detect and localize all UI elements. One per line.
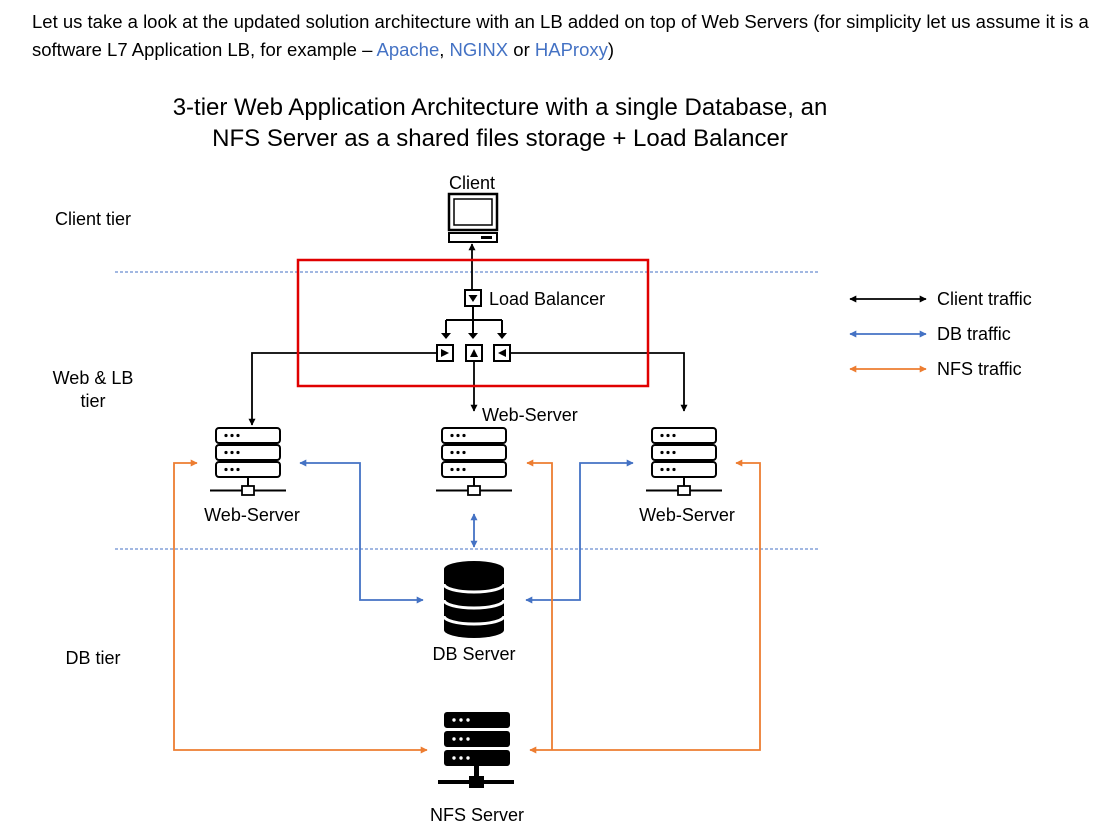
nginx-link[interactable]: NGINX [449,39,509,60]
apache-link[interactable]: Apache [376,39,440,60]
intro-separator: , [439,39,450,60]
intro-text: Let us take a look at the updated soluti… [32,11,1089,60]
nfs-link-left [173,459,428,754]
tier-label-client: Client tier [55,209,131,229]
intro-separator: or [508,39,535,60]
nfs-link-center [526,459,553,750]
db-link-left [299,459,424,604]
client-label: Client [449,173,495,193]
intro-text-end: ) [607,39,615,60]
haproxy-link[interactable]: HAProxy [534,39,608,60]
legend: Client traffic DB traffic NFS traffic [849,289,1032,379]
web-server-left-icon [209,427,287,496]
lb-left-server-link [248,352,437,426]
web-server-center-label: Web-Server [482,405,578,425]
legend-client-traffic-label: Client traffic [937,289,1032,309]
lb-right-server-link [510,352,688,412]
load-balancer-highlight [296,258,650,388]
database-icon [442,561,506,638]
db-link-right [525,459,634,604]
legend-nfs-traffic-label: NFS traffic [937,359,1022,379]
nfs-server-label: NFS Server [430,805,524,825]
nfs-server-icon [438,712,514,788]
web-server-right-icon [645,427,723,496]
web-server-right-label: Web-Server [639,505,735,525]
diagram-title-line-1: 3-tier Web Application Architecture with… [172,94,828,121]
tier-label-db: DB tier [65,648,120,668]
db-server-label: DB Server [432,644,515,664]
diagram-title-line-2: NFS Server as a shared files storage + L… [212,125,788,152]
web-server-left-label: Web-Server [204,505,300,525]
tier-label-web-line-1: Web & LB [53,368,134,388]
client-computer-icon [447,192,499,243]
load-balancer-label: Load Balancer [489,289,605,309]
web-server-center-icon [435,427,513,496]
tier-label-web-line-2: tier [80,391,105,411]
load-balancer-icon [436,289,511,362]
intro-paragraph: Let us take a look at the updated soluti… [32,8,1102,64]
diagram-title: 3-tier Web Application Architecture with… [150,92,850,154]
nfs-link-right [529,459,761,754]
legend-db-traffic-label: DB traffic [937,324,1011,344]
